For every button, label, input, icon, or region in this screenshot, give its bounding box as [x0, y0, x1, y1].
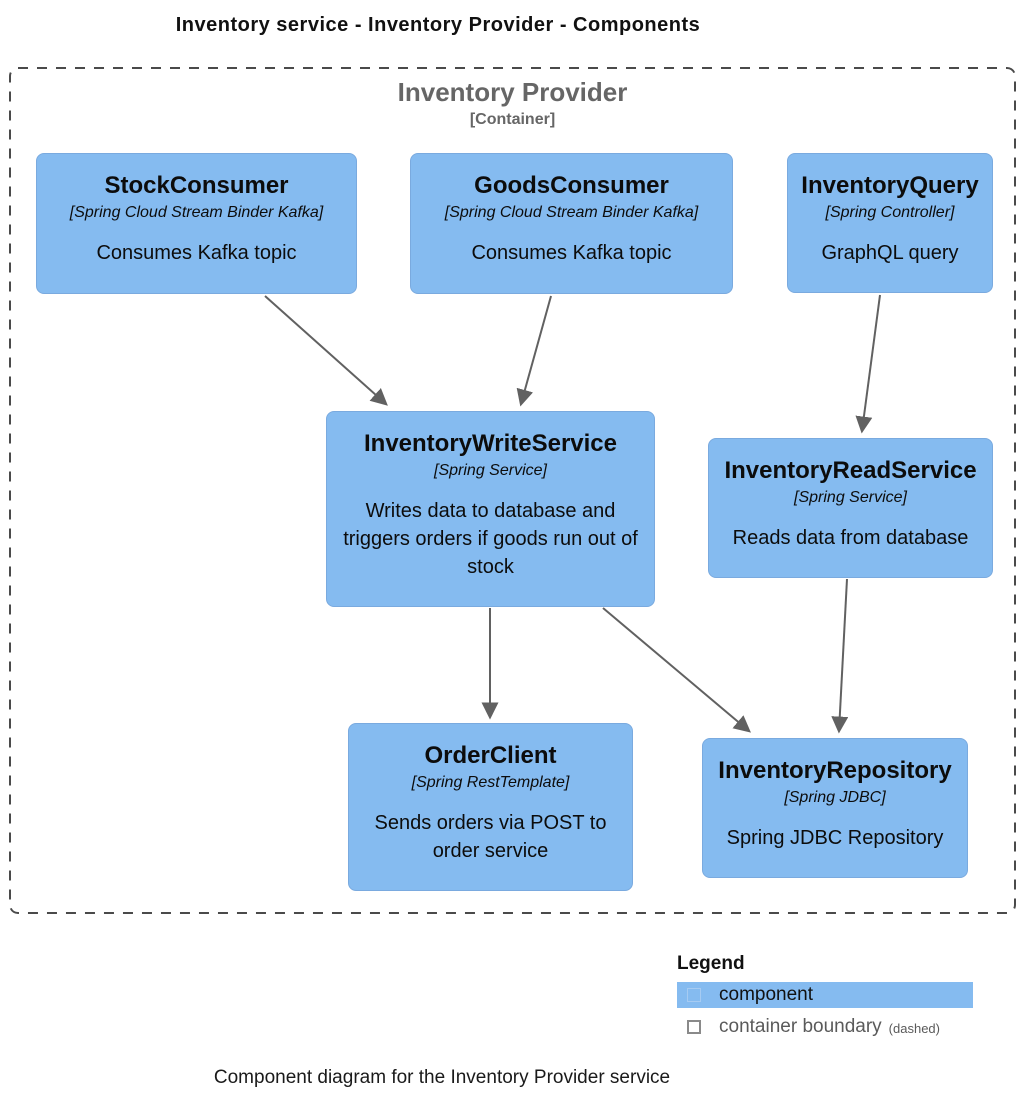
- component-name: InventoryWriteService: [364, 430, 617, 457]
- component-swatch-icon: [687, 988, 701, 1002]
- legend-item-label: container boundary: [719, 1016, 882, 1037]
- container-name: Inventory Provider: [397, 77, 628, 107]
- component-technology: [Spring Service]: [794, 488, 907, 506]
- component-name: InventoryRepository: [718, 757, 952, 784]
- component-name: GoodsConsumer: [474, 172, 669, 199]
- component-description: Writes data to database and triggers ord…: [343, 499, 638, 578]
- component-technology: [Spring RestTemplate]: [411, 773, 570, 791]
- container-boundary-label: Inventory Provider [Container]: [10, 77, 1015, 129]
- component-technology: [Spring Cloud Stream Binder Kafka]: [444, 203, 699, 221]
- arrow-readservice-to-repository: [831, 578, 849, 734]
- legend-item-suffix: (dashed): [888, 1021, 940, 1036]
- legend-item-component: component: [677, 982, 973, 1008]
- component-name: OrderClient: [424, 742, 557, 769]
- component-description: Reads data from database: [732, 526, 969, 549]
- component-inventoryreadservice: InventoryReadService [Spring Service] Re…: [708, 438, 993, 578]
- component-orderclient: OrderClient [Spring RestTemplate] Sends …: [348, 723, 633, 891]
- component-technology: [Spring Service]: [434, 461, 547, 479]
- component-description: Spring JDBC Repository: [726, 826, 944, 849]
- component-name: InventoryQuery: [801, 172, 979, 199]
- component-technology: [Spring Controller]: [825, 203, 955, 221]
- arrow-goodsconsumer-to-writeservice: [516, 295, 552, 407]
- component-inventoryquery: InventoryQuery [Spring Controller] Graph…: [787, 153, 993, 293]
- arrow-inventoryquery-to-readservice: [855, 294, 881, 434]
- component-name: StockConsumer: [104, 172, 289, 199]
- component-goodsconsumer: GoodsConsumer [Spring Cloud Stream Binde…: [410, 153, 733, 294]
- component-description: Sends orders via POST to order service: [374, 811, 607, 862]
- arrow-stockconsumer-to-writeservice: [264, 295, 388, 406]
- component-description: Consumes Kafka topic: [96, 242, 297, 265]
- container-meta: [Container]: [469, 110, 556, 128]
- component-technology: [Spring Cloud Stream Binder Kafka]: [69, 203, 324, 221]
- boundary-swatch-icon: [687, 1020, 701, 1034]
- component-technology: [Spring JDBC]: [784, 788, 886, 806]
- component-description: Consumes Kafka topic: [471, 242, 672, 265]
- arrow-writeservice-to-repository: [602, 607, 751, 733]
- component-inventorywriteservice: InventoryWriteService [Spring Service] W…: [326, 411, 655, 607]
- component-inventoryrepository: InventoryRepository [Spring JDBC] Spring…: [702, 738, 968, 878]
- page-title: Inventory service - Inventory Provider -…: [175, 14, 701, 36]
- legend-item-container-boundary: container boundary (dashed): [677, 1014, 973, 1040]
- legend-title: Legend: [677, 953, 745, 974]
- legend: Legend component container boundary (das…: [677, 953, 977, 1040]
- component-description: GraphQL query: [821, 241, 959, 264]
- diagram-caption: Component diagram for the Inventory Prov…: [213, 1067, 671, 1088]
- legend-item-label: component: [719, 984, 814, 1005]
- component-name: InventoryReadService: [724, 457, 977, 484]
- component-stockconsumer: StockConsumer [Spring Cloud Stream Binde…: [36, 153, 357, 294]
